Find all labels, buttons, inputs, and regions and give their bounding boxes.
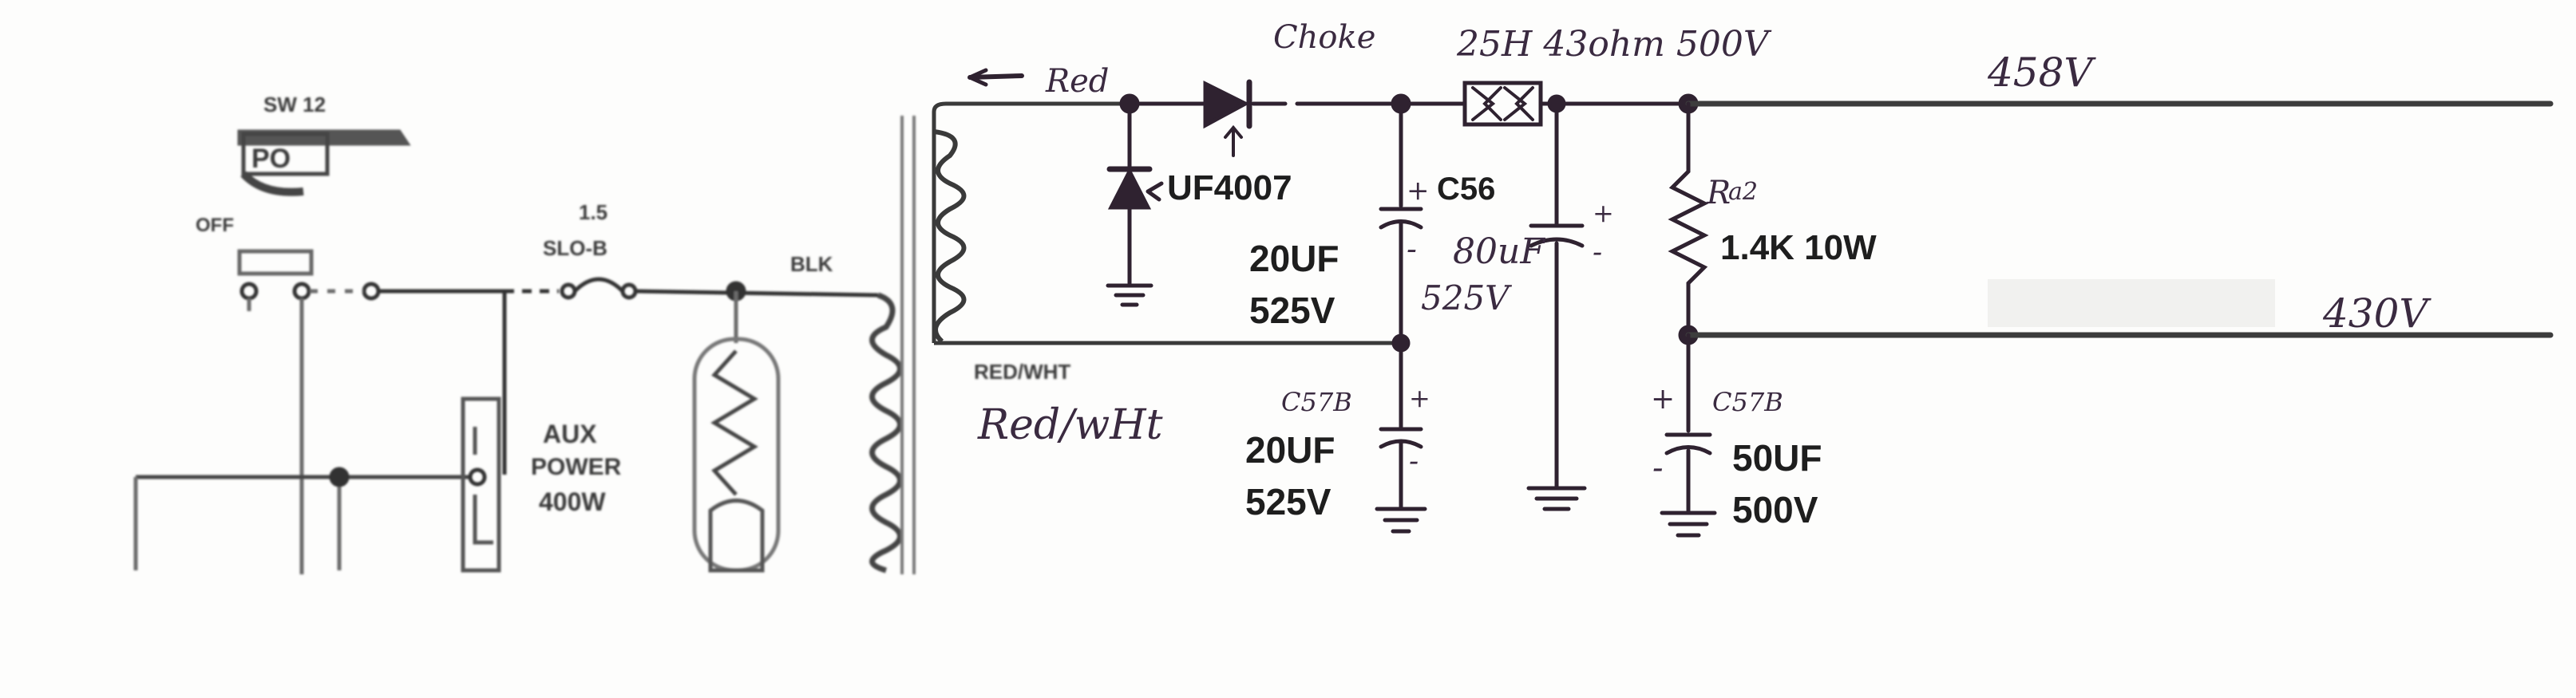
label-458v: 458V [1987,49,2096,96]
red-wire-arrow [967,73,1024,80]
ground-symbol-80uf [1526,486,1587,511]
plus-80uf: + [1593,198,1614,228]
label-c56-voltage: 525V [1421,278,1512,317]
label-red-wht-handwritten: Red/wHt [977,401,1163,449]
label-c57b-right: C57B [1712,387,1783,417]
red-wire-arrow-head [967,68,988,87]
label-c57b-right-v: 500V [1732,489,1818,530]
label-uf4007: UF4007 [1167,168,1292,207]
transformer-primary-coil [869,292,903,574]
plus-c57b-right: + [1651,383,1675,416]
label-c57b-left-v: 525V [1245,481,1332,523]
diode-marker-arrow [1224,124,1243,157]
label-400w: 400W [539,487,606,516]
printed-schematic [133,116,916,574]
junction-dot-mains [329,467,350,487]
lamp-filament [710,349,758,496]
label-r-value: 1.4K 10W [1720,228,1877,267]
wire-switch-to-aux [378,289,507,475]
plus-c57b-left: + [1409,383,1430,413]
label-c56-cap: 20UF [1249,238,1339,279]
ground-symbol-diode [1106,283,1153,307]
label-po: PO [251,144,291,174]
label-c56-value: 80uF [1453,231,1545,272]
label-sw12: SW 12 [263,93,326,116]
lamp-base [708,499,765,573]
label-fuse-type: SLO-B [543,236,607,260]
wire-fuse-to-primary [635,289,879,298]
label-r-num: a2 [1728,178,1758,206]
label-off: OFF [196,215,234,236]
label-c57b-right-cap: 50UF [1732,437,1822,479]
secondary-coil [933,129,967,344]
label-blk: BLK [790,252,833,276]
wire-80uf-cap [1529,101,1585,489]
choke-winding [1471,86,1534,121]
aux-outlet [461,396,501,573]
minus-c56: - [1407,231,1417,266]
label-r: R [1706,175,1731,211]
erased-patch [1988,279,2275,327]
label-choke-spec: 25H 43ohm 500V [1456,24,1772,65]
switch-contact-1 [239,282,259,301]
hand-drawn-circuit [967,68,2554,538]
switch-contact-3 [362,282,381,301]
arrow-to-uf4007 [1146,181,1164,202]
junction-dot-red-wht [1391,333,1411,353]
shunt-diode [1107,167,1152,210]
ground-symbol-c57b-left [1375,507,1427,534]
secondary-frame [932,101,1130,343]
fuse-element [573,277,624,293]
fuse-terminal-left [560,282,577,300]
fuse-terminal-right [620,282,638,300]
plus-c56: + [1407,175,1430,207]
label-choke: Choke [1273,19,1375,56]
off-switch-body [237,249,314,276]
handwritten-labels: Red Choke 25H 43ohm 500V 458V 430V Red/w… [977,19,2432,487]
label-c56: C56 [1437,172,1495,207]
wire-c56 [1379,101,1423,345]
junction-dot-aux [468,467,487,487]
label-red-wht: RED/WHT [974,360,1070,384]
typed-labels: UF4007 C56 20UF 525V 1.4K 10W 20UF 525V … [1167,168,1877,530]
label-aux: AUX [543,420,597,448]
minus-c57b-left: - [1409,445,1419,478]
transformer-secondary [932,101,1401,345]
printed-labels: SW 12 PO OFF 1.5 SLO-B BLK AUX POWER 400… [196,93,1070,516]
wire-c57b-left [1379,341,1423,509]
label-power: POWER [531,454,622,480]
ground-symbol-c57b-right [1660,511,1717,538]
wire-c57b-right [1664,333,1712,513]
minus-c57b-right: - [1652,450,1664,487]
label-fuse-value: 1.5 [579,200,607,224]
transformer-core [900,116,916,574]
label-red: Red [1045,63,1109,100]
label-c57b-left-cap: 20UF [1245,429,1335,471]
switch-foot [240,171,304,196]
series-diode [1203,80,1250,129]
resistor [1668,101,1709,337]
label-c57b-left: C57B [1281,387,1352,417]
switch-body [241,132,330,176]
pilot-lamp-housing [692,337,781,573]
switch-contact-2 [292,282,311,301]
label-430v: 430V [2322,290,2432,337]
minus-80uf: - [1593,236,1602,269]
label-c56-v: 525V [1249,290,1335,331]
